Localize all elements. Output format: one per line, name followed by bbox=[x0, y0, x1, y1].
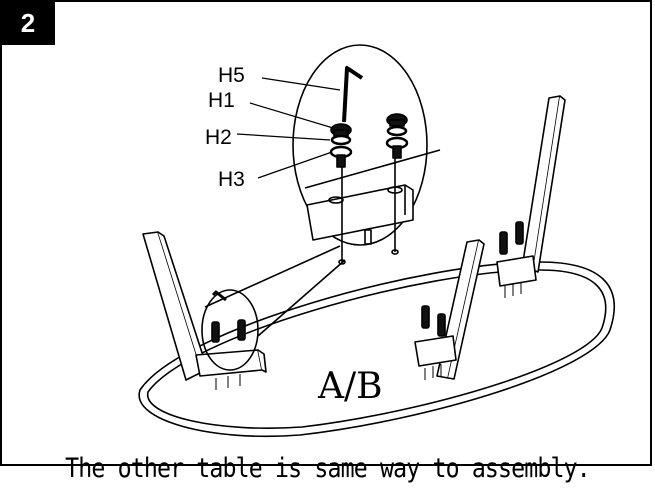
leader-lines bbox=[236, 77, 341, 179]
table-label: A/B bbox=[317, 366, 383, 407]
detail-zoom-ellipse bbox=[292, 44, 441, 265]
bolt-stack-right bbox=[385, 113, 409, 159]
caption: The other table is same way to assembly. bbox=[65, 453, 591, 484]
left-leg bbox=[142, 231, 267, 381]
label-h1: H1 bbox=[208, 89, 235, 112]
step-number-badge: 2 bbox=[1, 1, 55, 45]
label-h3: H3 bbox=[218, 168, 245, 191]
middle-leg bbox=[414, 239, 485, 380]
detail-circle-small bbox=[201, 289, 259, 371]
label-h2: H2 bbox=[205, 126, 232, 149]
bolt-stack-left bbox=[329, 123, 353, 168]
allen-key-h5 bbox=[342, 66, 364, 123]
label-h5: H5 bbox=[218, 64, 245, 87]
leg-bolts bbox=[211, 221, 524, 343]
tabletop bbox=[138, 261, 615, 438]
right-leg bbox=[496, 95, 566, 287]
